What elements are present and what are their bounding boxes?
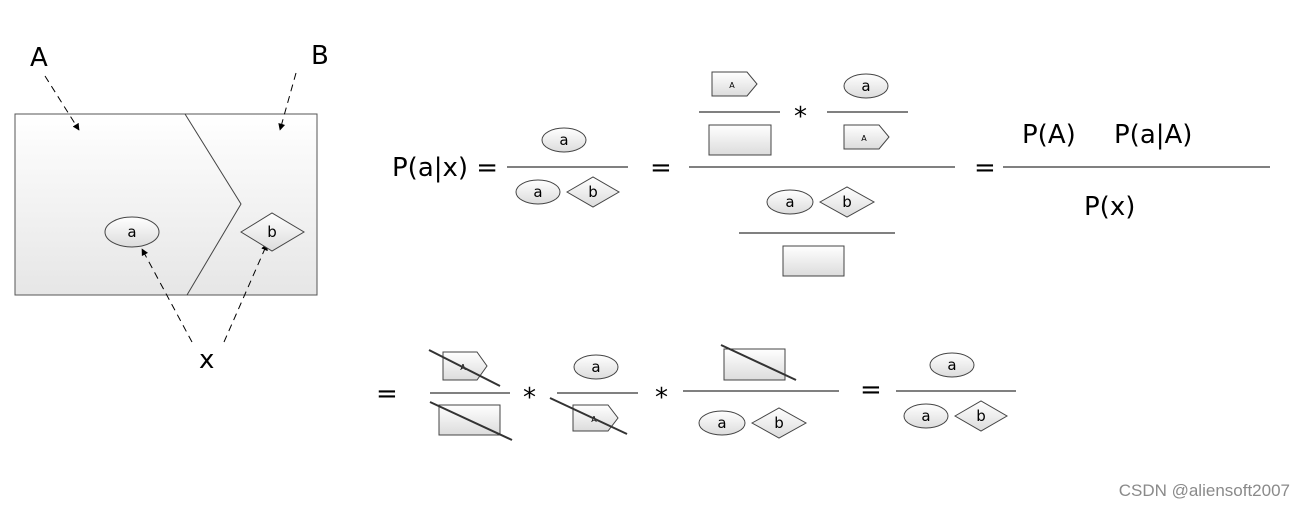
equals-sign: = [650,153,672,183]
ellipse-a-text: a [921,407,930,425]
ellipse-a-icon [573,354,619,380]
evidence-Px: P(x) [1084,192,1135,222]
ellipse-a-text: a [785,193,794,211]
ellipse-a-icon [843,73,889,99]
ellipse-a-text: a [559,131,568,149]
equals-sign: = [974,153,996,183]
pentagon-A-icon [843,124,890,150]
node-b-diamond [240,212,305,252]
sample-space-rect [14,113,318,296]
cancel-stroke [429,401,513,441]
rect-icon [708,124,772,156]
diamond-b-icon [750,407,808,439]
ellipse-a-icon [515,179,561,205]
cancel-stroke [720,344,797,381]
diamond-b-icon [565,176,621,208]
cancelled-fraction: A [428,349,513,441]
node-a-ellipse [104,216,160,248]
fraction-1: a a b [507,127,628,208]
region-b-label: B [311,41,329,71]
ellipse-a-icon [903,403,949,429]
half-cancelled-fraction: a A [549,354,638,435]
fraction-3: P(A) P(a|A) P(x) [1003,120,1270,222]
ellipse-a-icon [698,410,746,436]
rect-icon [782,245,845,277]
ellipse-a-icon [541,127,587,153]
rect-over-ab-fraction: a b [683,344,839,439]
ellipse-a-icon [929,352,975,378]
ellipse-a-text: a [947,356,956,374]
ellipse-a-text: a [861,77,870,95]
node-a-text: a [127,223,136,241]
ellipse-a-icon [766,189,814,215]
arrow-x-to-b [223,243,268,343]
pentagon-A-text: A [861,134,867,143]
diamond-b-text: b [842,193,852,211]
watermark: CSDN @aliensoft2007 [1119,481,1290,500]
likelihood-PaA: P(a|A) [1114,120,1192,150]
node-b-text: b [267,223,277,241]
region-divider [184,113,242,296]
equals-sign: = [376,379,398,409]
pentagon-A-text: A [729,81,735,90]
cancel-stroke [428,349,501,387]
diamond-b-text: b [588,183,598,201]
diamond-b-icon [818,186,876,218]
fraction-2: A * a A a b [689,71,955,277]
equals-sign: = [860,375,882,405]
arrow-a [44,75,80,131]
diamond-b-icon [953,400,1009,432]
diamond-b-text: b [976,407,986,425]
pentagon-A-icon [711,71,758,97]
equation-row-2: = A * a A * a b = [376,344,1016,441]
lhs-posterior: P(a|x) = [392,153,498,183]
ellipse-a-text: a [591,358,600,376]
region-a-label: A [30,43,48,73]
rect-icon [723,348,786,381]
cancel-stroke [549,397,628,435]
pointer-x-label: x [199,345,214,375]
times-sign: * [794,102,807,132]
equation-row-1: P(a|x) = a a b = A * a A a [392,71,1270,277]
prior-PA: P(A) [1022,120,1076,150]
arrow-x-to-a [141,248,193,343]
sample-space-diagram: A B x a b [14,41,329,375]
arrow-b [278,72,297,131]
result-fraction: a a b [896,352,1016,432]
diamond-b-text: b [774,414,784,432]
times-sign: * [655,383,668,413]
ellipse-a-text: a [717,414,726,432]
ellipse-a-text: a [533,183,542,201]
times-sign: * [523,383,536,413]
